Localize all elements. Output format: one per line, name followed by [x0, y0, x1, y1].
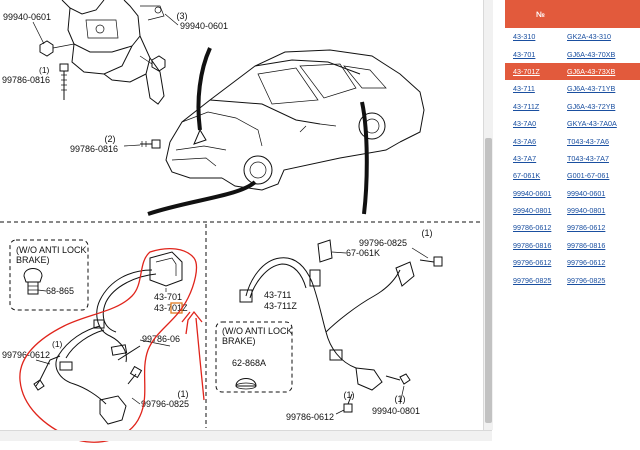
table-row[interactable]: 43-7A6 T043-43-7A6	[505, 132, 640, 149]
table-row[interactable]: 99940-0601 99940-0601	[505, 185, 640, 202]
parts-diagram: 99940-0601 (3) 99940-0601 (1) 99786-0816…	[0, 0, 493, 443]
right-note-line1: (W/O ANTI LOCK	[222, 326, 293, 336]
part-number-link[interactable]: T043-43-7A7	[567, 153, 609, 163]
parts-table-header: №	[505, 0, 640, 28]
left-note-part: 68-865	[46, 286, 74, 296]
red-annotation-arrow	[181, 310, 205, 401]
right-bottom-bolt-qty: (1)	[344, 390, 355, 400]
part-code-link[interactable]: 99940-0801	[513, 206, 552, 216]
table-row[interactable]: 43-310 GK2A-43-310	[505, 28, 640, 45]
table-row[interactable]: 99796-0612 99796-0612	[505, 254, 640, 271]
diagram-drawing: 99940-0601 (3) 99940-0601 (1) 99786-0816…	[0, 0, 483, 443]
left-mid-bolt-label: 99786-06	[142, 334, 180, 344]
part-code-link[interactable]: 67-061K	[513, 171, 541, 181]
part-code-link[interactable]: 99940-0601	[513, 188, 552, 198]
table-row[interactable]: 43-711Z GJ6A-43-72YB	[505, 98, 640, 115]
right-top-bolt-label: 99796-0825	[359, 238, 407, 248]
left-bottom-bolt-label: 99796-0825	[141, 399, 189, 409]
front-bracket-assembly	[39, 0, 166, 149]
leader-swoosh-top	[196, 47, 212, 131]
parts-table-header-row: №	[505, 0, 640, 28]
part-number-link[interactable]: GKYA-43-7A0A	[567, 119, 617, 129]
part-number-link[interactable]: 99796-0825	[567, 275, 606, 285]
leader-swoosh-right	[360, 101, 369, 215]
right-sensor-part-2: 43-711Z	[264, 301, 297, 311]
part-number-link[interactable]: GJ6A-43-72YB	[567, 101, 616, 111]
left-note-line1: (W/O ANTI LOCK	[16, 245, 87, 255]
right-note-part: 62-868A	[232, 358, 266, 368]
table-row[interactable]: 43-7A7 T043-43-7A7	[505, 150, 640, 167]
car-outline	[165, 49, 425, 191]
left-panel: (W/O ANTI LOCK BRAKE) 68-865 43-701 43-7…	[2, 239, 205, 443]
right-bottom-bolt-label: 99786-0612	[286, 412, 334, 422]
part-number-link[interactable]: 99940-0801	[567, 206, 606, 216]
table-row[interactable]: 99786-0816 99786-0816	[505, 237, 640, 254]
part-number-link[interactable]: 99786-0816	[567, 240, 606, 250]
part-code-link[interactable]: 43-7A0	[513, 119, 537, 129]
part-number-link[interactable]: GK2A-43-310	[567, 32, 611, 42]
left-bolt-qty: (1)	[52, 339, 63, 349]
right-nut-label: 99940-0801	[372, 406, 420, 416]
left-note-line2: BRAKE)	[16, 255, 50, 265]
table-row[interactable]: 43-701 GJ6A-43-70XB	[505, 45, 640, 62]
part-number-link[interactable]: 99940-0601	[567, 188, 606, 198]
callout-qty-c: (1)	[39, 65, 50, 75]
red-annotation-outline	[19, 247, 198, 443]
table-row[interactable]: 43-711 GJ6A-43-71YB	[505, 80, 640, 97]
part-number-link[interactable]: GJ6A-43-70XB	[567, 49, 616, 59]
part-number-link[interactable]: G001-67-061	[567, 171, 610, 181]
right-top-bolt-qty: (1)	[422, 228, 433, 238]
scrollbar-thumb[interactable]	[485, 138, 492, 423]
table-row[interactable]: 99796-0825 99796-0825	[505, 271, 640, 288]
part-code-link[interactable]: 99796-0612	[513, 258, 552, 268]
right-bracket-label: 67-061K	[346, 248, 380, 258]
callout-99940-0601-a: 99940-0601	[3, 12, 51, 22]
part-code-link[interactable]: 43-701Z	[505, 62, 561, 81]
right-note-line2: BRAKE)	[222, 336, 256, 346]
part-code-link[interactable]: 43-310	[513, 32, 536, 42]
table-row[interactable]: 99940-0801 99940-0801	[505, 202, 640, 219]
callout-qty-d: (2)	[105, 134, 116, 144]
horizontal-scrollbar[interactable]	[0, 430, 492, 441]
part-number-link[interactable]: T043-43-7A6	[567, 136, 609, 146]
vertical-scrollbar[interactable]	[483, 0, 493, 430]
right-sensor-part-1: 43-711	[264, 290, 291, 300]
part-code-link[interactable]: 99786-0612	[513, 223, 552, 233]
part-code-link[interactable]: 43-7A6	[513, 136, 537, 146]
right-note-box	[215, 321, 293, 393]
part-number-link[interactable]: 99786-0612	[567, 223, 606, 233]
left-note-box	[9, 239, 89, 311]
right-panel: (1) 99796-0825 67-061K 43-711 43-711Z (W…	[215, 228, 443, 422]
part-code-link[interactable]: 43-711	[513, 84, 535, 94]
callout-99940-0601-b: 99940-0601	[180, 21, 228, 31]
left-bolt-label: 99796-0612	[2, 350, 50, 360]
callout-99786-0816-a: 99786-0816	[2, 75, 50, 85]
part-number-link[interactable]: GJ6A-43-71YB	[567, 84, 616, 94]
part-code-link[interactable]: 43-701	[513, 49, 536, 59]
left-bottom-bolt-qty: (1)	[178, 389, 189, 399]
part-number-link[interactable]: 99796-0612	[567, 258, 606, 268]
right-nut-qty: (1)	[395, 394, 406, 404]
left-sensor-part-1: 43-701	[154, 292, 182, 302]
callout-99786-0816-b: 99786-0816	[70, 144, 118, 154]
table-row[interactable]: 99786-0612 99786-0612	[505, 219, 640, 236]
table-row[interactable]: 67-061K G001-67-061	[505, 167, 640, 184]
callout-qty-b: (3)	[177, 11, 188, 21]
leader-swoosh-bottom	[147, 180, 257, 216]
part-code-link[interactable]: 43-7A7	[513, 153, 537, 163]
part-number-link[interactable]: GJ6A-43-73XB	[561, 62, 640, 81]
table-row[interactable]: 43-7A0 GKYA-43-7A0A	[505, 115, 640, 132]
part-code-link[interactable]: 43-711Z	[513, 101, 540, 111]
part-code-link[interactable]: 99786-0816	[513, 240, 552, 250]
part-code-link[interactable]: 99796-0825	[513, 275, 552, 285]
